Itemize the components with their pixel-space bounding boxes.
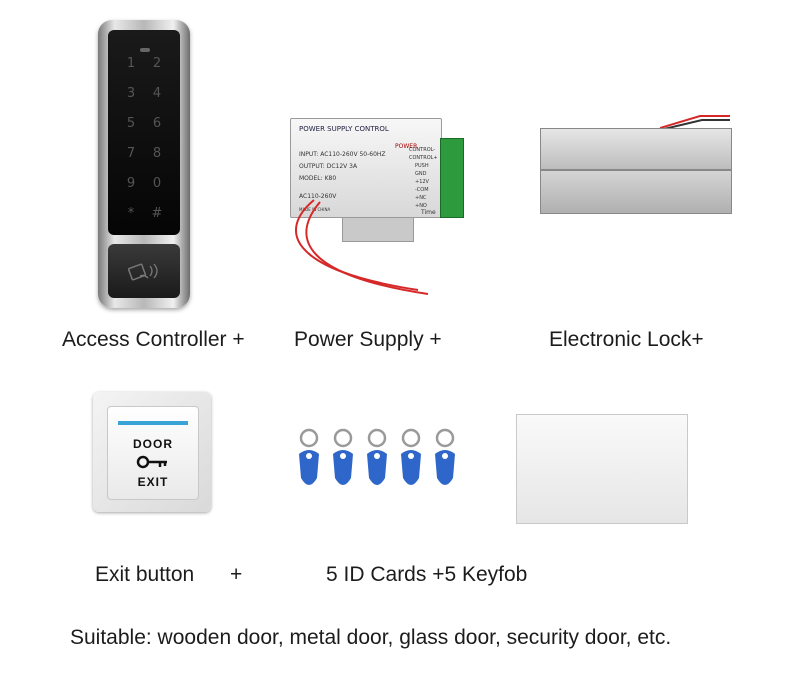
lock-body: [540, 170, 732, 214]
psu-terminal-label: PUSH: [415, 163, 429, 169]
caption-electronic-lock: Electronic Lock+: [549, 328, 704, 351]
key: 4: [152, 86, 162, 101]
psu-terminal-label: +NC: [415, 195, 427, 201]
id-card-front: [516, 414, 688, 524]
status-led: [140, 48, 150, 52]
key-icon: [136, 455, 167, 469]
psu-output: OUTPUT: DC12V 3A: [299, 163, 358, 170]
psu-time-label: Time: [421, 209, 436, 216]
psu-terminal-label: GND: [415, 171, 427, 177]
exit-door-label: DOOR: [133, 437, 173, 451]
key: 6: [152, 116, 162, 131]
suitable-doors-text: Suitable: wooden door, metal door, glass…: [70, 626, 672, 649]
access-controller-image: 1 2 3 4 5 6 7 8 9 0 * #: [98, 20, 190, 308]
psu-terminal-label: CONTROL-: [409, 147, 436, 153]
caption-power-supply: Power Supply +: [294, 328, 442, 351]
key: *: [127, 206, 135, 221]
keyfob-icon: [299, 428, 319, 485]
keyfob-icon: [435, 428, 455, 485]
psu-title: POWER SUPPLY CONTROL: [299, 125, 389, 133]
power-supply-image: POWER SUPPLY CONTROL POWER INPUT: AC110-…: [290, 108, 470, 242]
keypad-panel: 1 2 3 4 5 6 7 8 9 0 * #: [108, 30, 180, 235]
psu-terminal-label: +12V: [415, 179, 429, 185]
key: 5: [126, 116, 136, 131]
exit-button-image: DOOR EXIT: [93, 392, 211, 512]
exit-button-face: DOOR EXIT: [107, 406, 199, 500]
psu-terminal-label: +NO: [415, 203, 427, 209]
psu-terminal-label: CONTROL+: [409, 155, 438, 161]
keyfob-icon: [401, 428, 421, 485]
psu-terminal-label: -COM: [415, 187, 429, 193]
key: 7: [126, 146, 136, 161]
card-reader-area: [108, 244, 180, 298]
lock-top-plate: [540, 128, 732, 170]
caption-access-controller: Access Controller +: [62, 328, 245, 351]
key: 8: [152, 146, 162, 161]
electronic-lock-image: [540, 115, 732, 216]
exit-label: EXIT: [137, 475, 169, 489]
lock-wires: [660, 115, 730, 130]
keyfob-icon: [367, 428, 387, 485]
key: 0: [152, 176, 162, 191]
psu-input: INPUT: AC110-260V 50-60HZ: [299, 151, 386, 158]
caption-exit-button: Exit button: [95, 563, 195, 586]
key: 1: [126, 56, 136, 71]
red-wires: [295, 199, 429, 295]
key: 9: [126, 176, 136, 191]
key: 3: [126, 86, 136, 101]
caption-cards-keyfob: 5 ID Cards +5 Keyfob: [326, 563, 528, 586]
key: 2: [152, 56, 162, 71]
psu-model: MODEL: K80: [299, 175, 337, 182]
exit-button-stripe: [118, 421, 188, 425]
power-supply-body: POWER SUPPLY CONTROL POWER INPUT: AC110-…: [290, 118, 442, 218]
psu-power-label: POWER: [395, 143, 418, 150]
keypad: 1 2 3 4 5 6 7 8 9 0 * #: [118, 56, 170, 226]
card-reader-icon: [128, 263, 158, 281]
terminal-block: [440, 138, 464, 218]
keyfob-icon: [333, 428, 353, 485]
key: #: [151, 206, 163, 221]
keyfobs-image: [296, 428, 456, 496]
caption-exit-button-plus: +: [230, 563, 243, 586]
psu-ac-label: AC110-260V: [299, 193, 337, 200]
